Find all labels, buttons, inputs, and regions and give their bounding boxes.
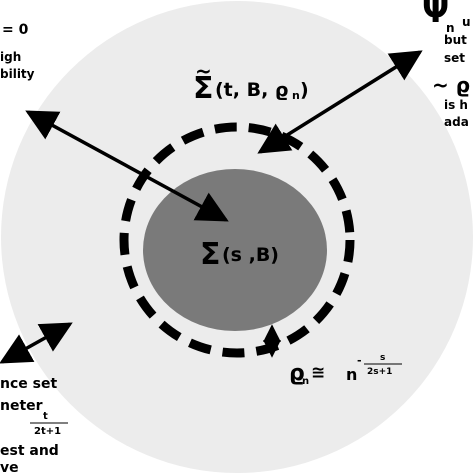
outer-close: ) — [300, 79, 309, 101]
inner-args: (s ,B) — [222, 244, 279, 266]
radius-rho-sub: n — [302, 376, 309, 387]
top-right-line3: set — [444, 51, 465, 65]
bottom-left-line2: neter — [0, 398, 43, 414]
bottom-left-line1: nce set — [0, 376, 57, 392]
top-right-line6: ada — [444, 115, 469, 129]
arrow-outer-to-inner — [25, 110, 229, 222]
arrow-bottom-left — [0, 322, 73, 364]
radius-exp-num: s — [380, 353, 385, 363]
radius-approx: ≅ — [311, 363, 325, 383]
top-right-line2: but — [444, 33, 467, 47]
radius-base: n — [346, 365, 357, 384]
outer-sub: n — [292, 89, 300, 102]
bottom-left-frac-den: 2t+1 — [34, 426, 61, 437]
top-right-text: Ψ n u but set ~ ϱ is h ada — [422, 0, 471, 129]
top-left-text: = 0 igh bility — [0, 22, 35, 81]
top-left-line1: = 0 — [2, 22, 29, 38]
radius-formula: ϱ n ≅ n - s 2s+1 — [289, 353, 402, 387]
radius-rho: ϱ — [289, 361, 305, 386]
bottom-left-line5: ve — [0, 460, 19, 474]
outer-sum-symbol: Σ — [193, 71, 214, 106]
outer-tilde: ~ — [195, 59, 212, 83]
bottom-left-line4: est and — [0, 443, 59, 459]
outer-set-label: ~ Σ (t, B, ϱ n ) — [193, 59, 309, 106]
outer-args: (t, B, ϱ — [215, 79, 289, 101]
top-right-tilde-rho: ~ ϱ — [432, 73, 470, 97]
inner-set-label: Σ (s ,B) — [200, 237, 279, 272]
bottom-left-frac-num: t — [43, 411, 48, 422]
top-right-line5: is h — [444, 98, 468, 112]
top-left-line2: igh — [0, 50, 21, 64]
radius-exp-minus: - — [357, 354, 362, 367]
arrow-top-right — [257, 50, 423, 154]
bottom-left-text: nce set neter t 2t+1 est and ve — [0, 376, 68, 474]
radius-exp-den: 2s+1 — [367, 367, 392, 377]
top-right-psi-after: u — [462, 15, 471, 29]
top-left-line3: bility — [0, 67, 35, 81]
top-right-psi-sub: n — [446, 21, 455, 35]
inner-sum-symbol: Σ — [200, 237, 221, 272]
dashed-boundary — [119, 122, 355, 358]
top-right-psi: Ψ — [422, 0, 449, 30]
